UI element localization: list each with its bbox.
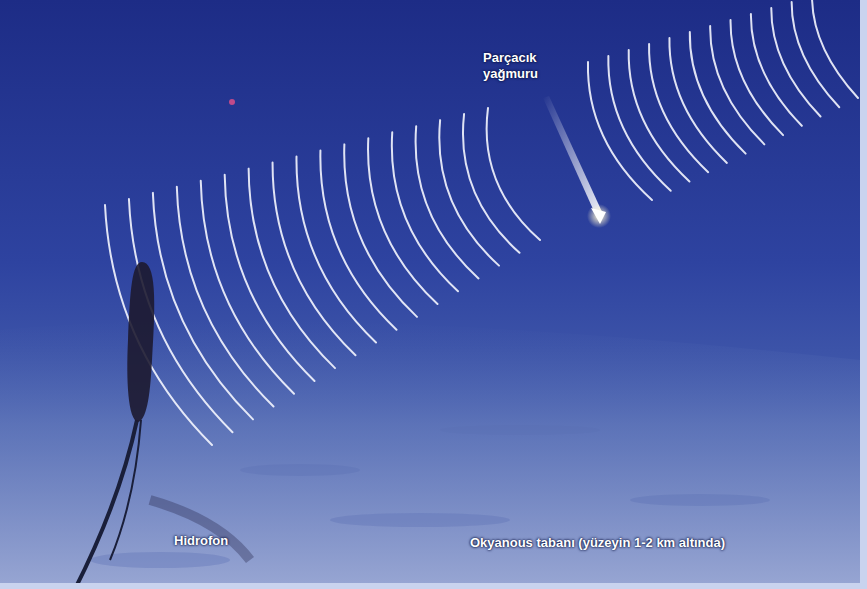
wave-arc — [463, 114, 520, 253]
wave-arc — [710, 26, 764, 144]
wave-arc — [629, 50, 690, 181]
wave-arc — [153, 193, 253, 420]
callout-label: Parçacık yağmuru — [483, 50, 553, 82]
sound-wave-arcs — [105, 0, 858, 445]
wave-arc — [669, 38, 726, 163]
wave-arc — [812, 0, 858, 98]
wave-arc — [392, 132, 458, 291]
wave-arc — [177, 187, 274, 407]
wave-arc — [792, 2, 840, 107]
wave-arc — [588, 62, 652, 200]
hydrophone — [75, 262, 250, 589]
floor-texture — [90, 425, 770, 568]
pink-dot — [229, 99, 235, 105]
wave-arc — [416, 126, 479, 278]
wave-arc — [296, 157, 376, 343]
wave-arc — [344, 144, 417, 317]
callout-label: Hidrofon — [174, 533, 228, 549]
wave-arc — [771, 8, 820, 117]
wave-arc — [225, 175, 315, 381]
caption-label: Okyanous tabanı (yüzeyin 1-2 km altında) — [470, 535, 725, 551]
wave-arc — [649, 44, 708, 172]
particle-shower — [543, 96, 611, 228]
wave-arc — [608, 56, 670, 191]
wave-arc — [249, 169, 335, 369]
wave-arc — [487, 108, 540, 240]
wave-arc — [105, 205, 212, 445]
wave-arc — [690, 32, 746, 154]
wave-arc — [368, 138, 437, 304]
wave-arc — [273, 163, 356, 356]
wave-arc — [320, 150, 396, 329]
wave-arc — [201, 181, 294, 394]
